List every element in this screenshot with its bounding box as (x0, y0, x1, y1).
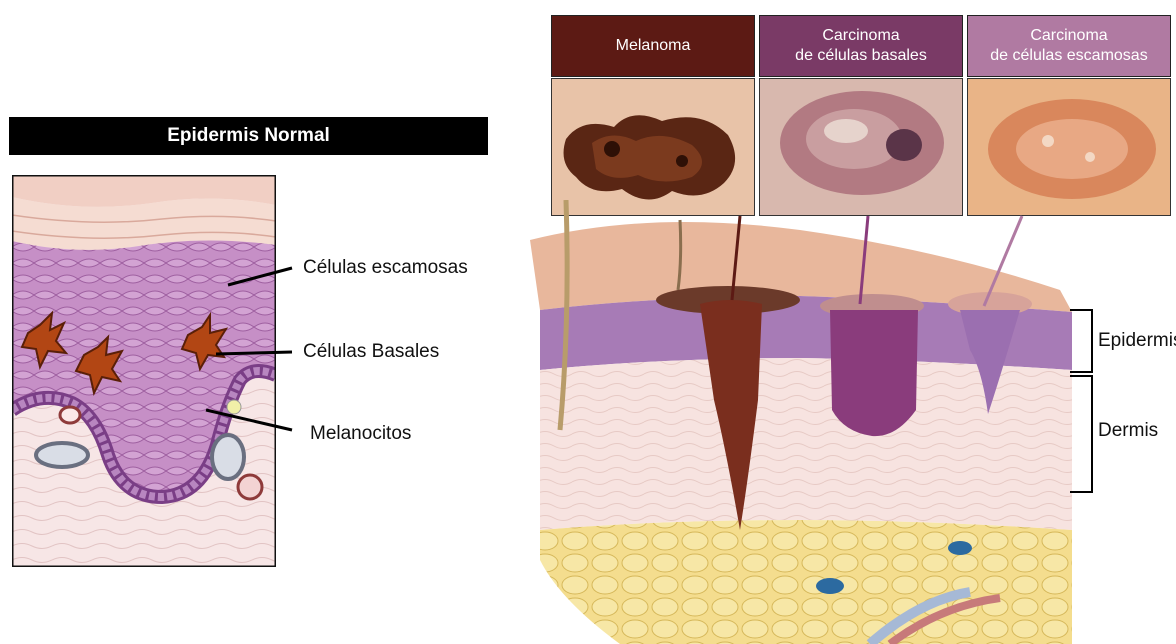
label-dermis: Dermis (1098, 420, 1158, 442)
label-epidermis: Epidermis (1098, 330, 1176, 352)
